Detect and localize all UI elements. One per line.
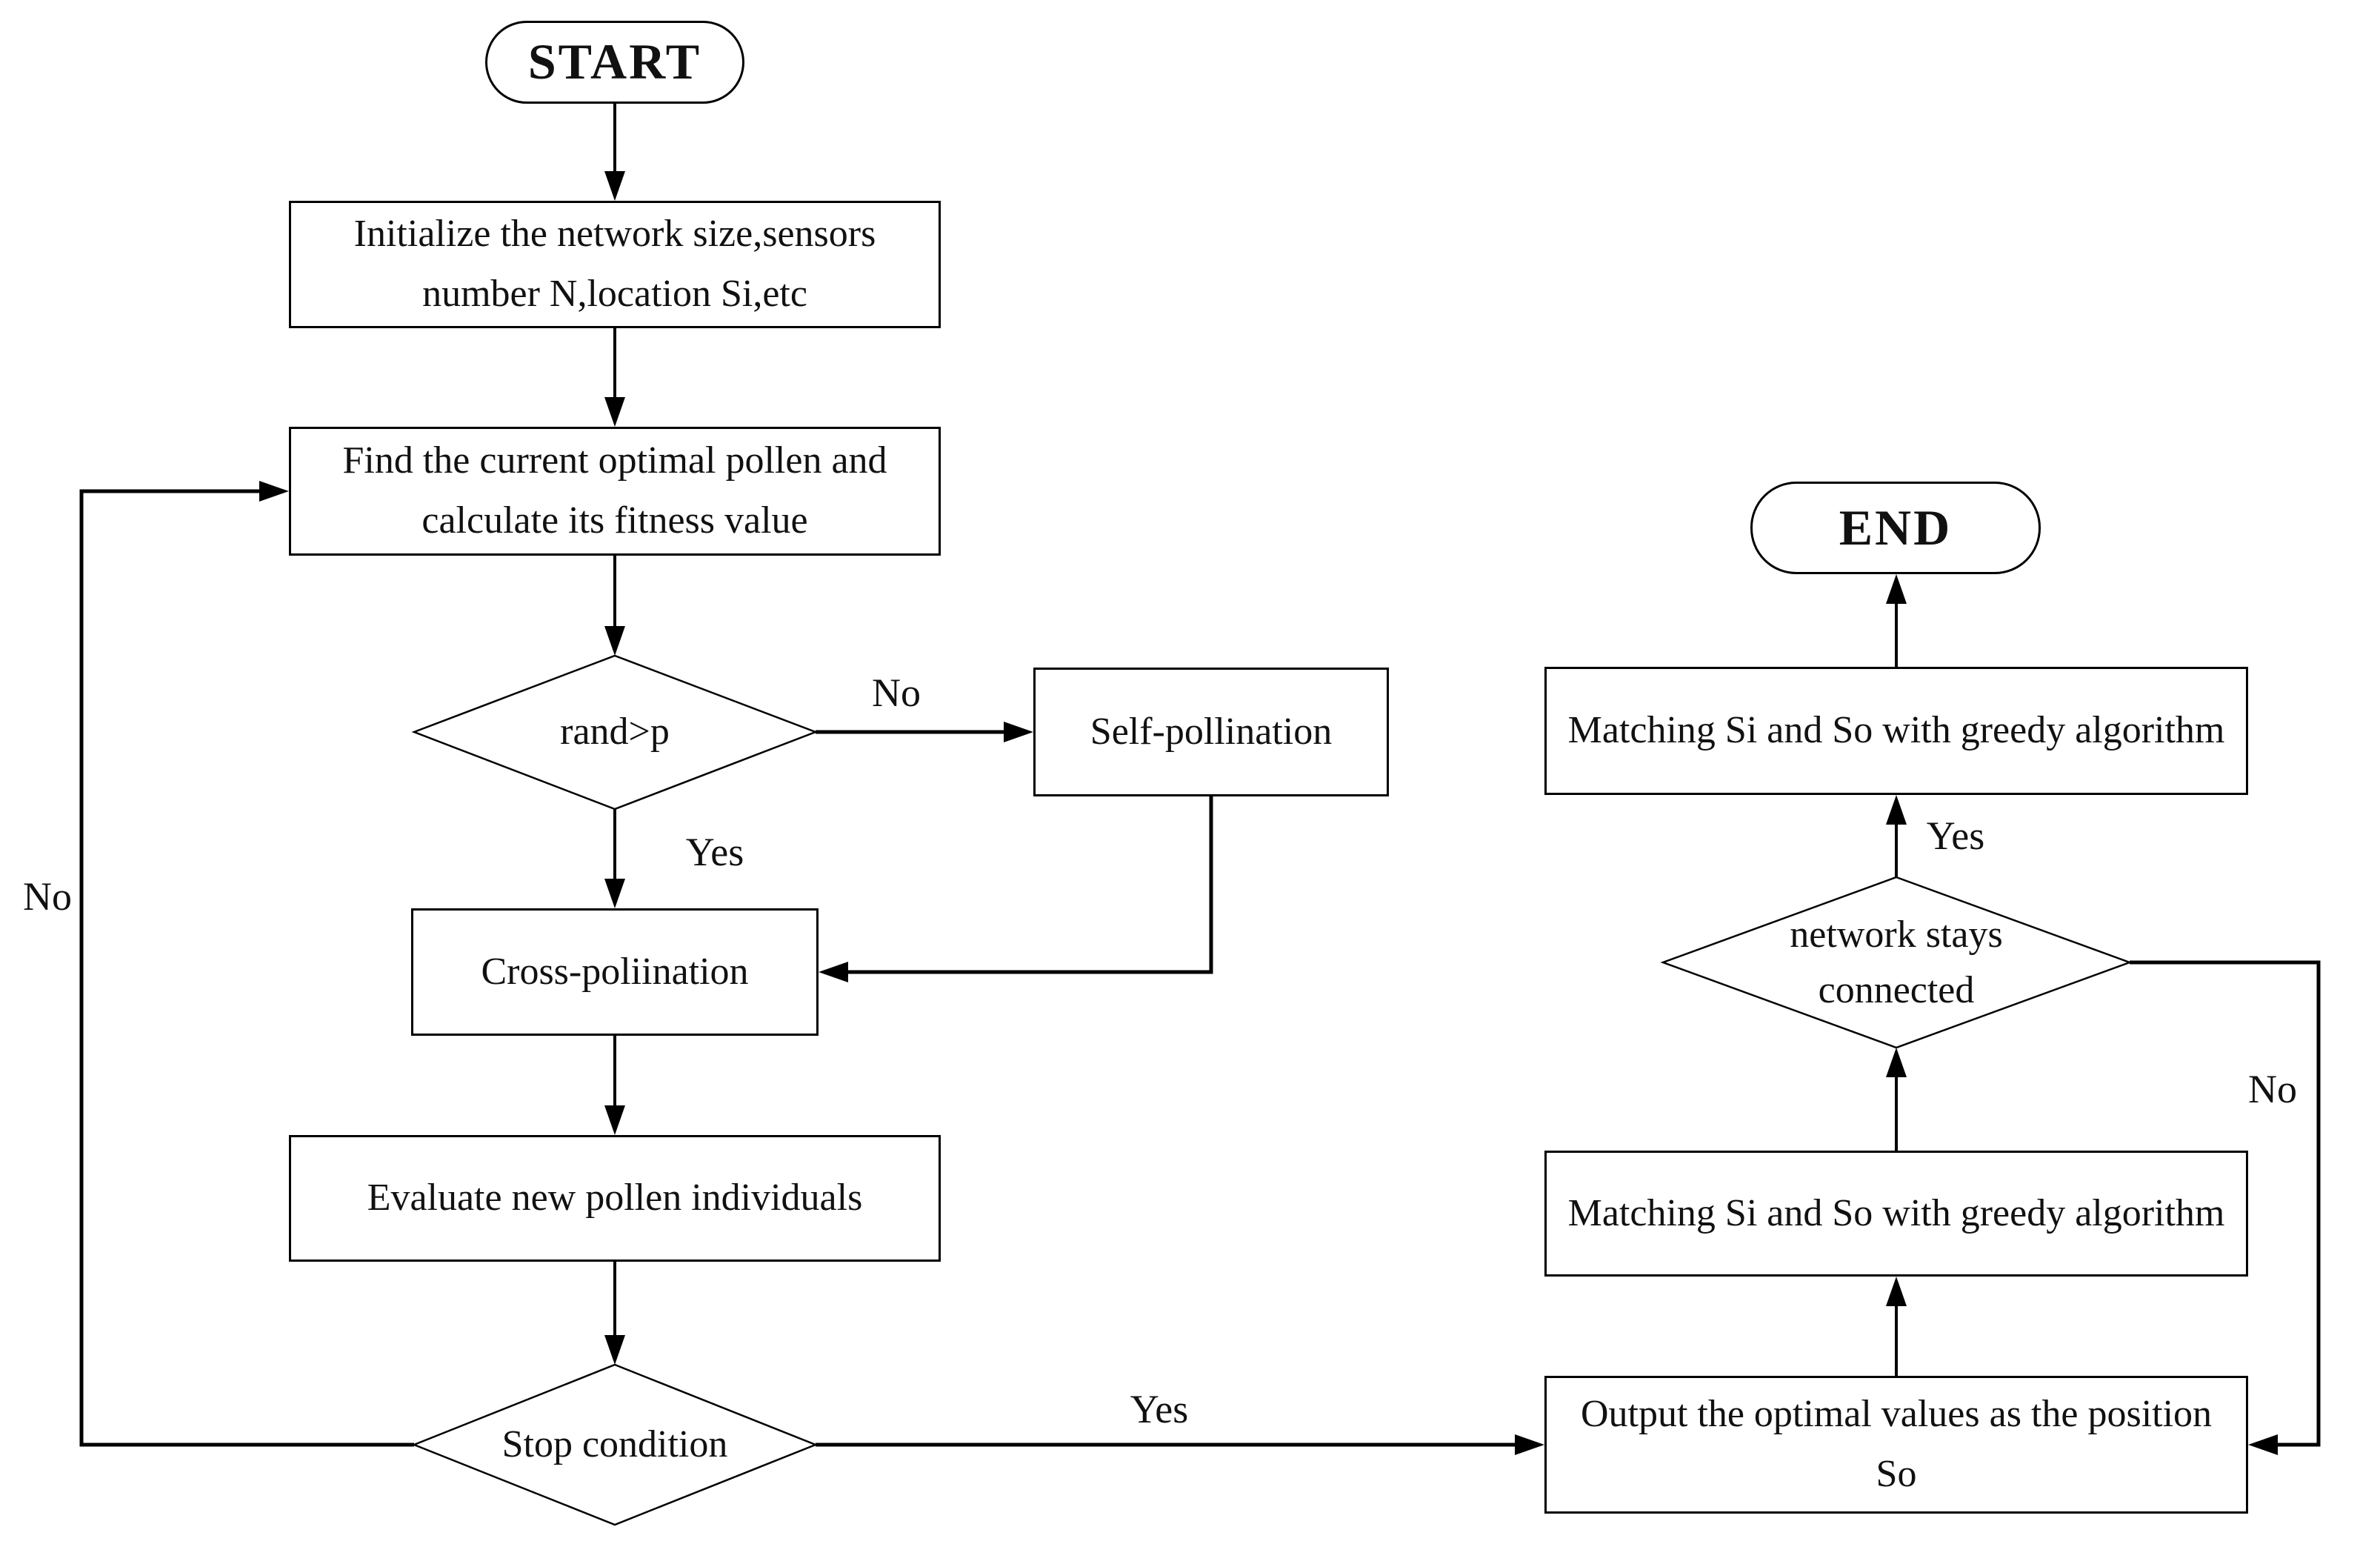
edge-matching-upper-to-end — [1886, 574, 1907, 667]
edge-initialize-to-find — [604, 328, 625, 427]
edge-label-rand-no: No — [872, 670, 921, 715]
edge-cross-to-evaluate — [604, 1036, 625, 1135]
network-connected-decision-diamond — [1660, 876, 2133, 1049]
edge-rand-yes-to-cross-pollination — [604, 809, 625, 908]
self-pollination-process-box: Self-pollination — [1033, 668, 1389, 796]
edge-output-to-matching-lower — [1886, 1277, 1907, 1376]
edge-rand-no-to-self-pollination — [816, 722, 1033, 742]
self-pollination-label: Self-pollination — [1090, 710, 1333, 753]
evaluate-label: Evaluate new pollen individuals — [367, 1177, 863, 1219]
edge-label-loop-no: No — [23, 874, 72, 919]
edge-network-yes-to-matching-upper — [1886, 795, 1907, 877]
output-position-process-box: Output the optimal values as the positio… — [1544, 1376, 2248, 1514]
rand-p-decision-diamond — [411, 654, 819, 811]
edge-find-to-rand-decision — [604, 556, 625, 656]
cross-pollination-process-box: Cross-poliination — [411, 908, 819, 1036]
edge-stop-yes-to-output — [816, 1434, 1544, 1455]
initialize-label: Initialize the network size,sensors numb… — [353, 213, 876, 315]
edge-start-to-initialize — [604, 104, 625, 201]
edge-label-network-no: No — [2248, 1067, 2297, 1111]
evaluate-process-box: Evaluate new pollen individuals — [289, 1135, 941, 1262]
edge-matching-lower-to-network-decision — [1886, 1048, 1907, 1151]
edge-self-to-cross-pollination — [819, 796, 1213, 982]
initialize-process-box: Initialize the network size,sensors numb… — [289, 201, 941, 328]
matching-greedy-upper-process-box: Matching Si and So with greedy algorithm — [1544, 667, 2248, 795]
find-optimal-process-box: Find the current optimal pollen and calc… — [289, 427, 941, 556]
edge-evaluate-to-stop-condition — [604, 1262, 625, 1365]
edge-label-rand-yes: Yes — [685, 830, 744, 874]
cross-pollination-label: Cross-poliination — [481, 950, 749, 993]
matching-greedy-upper-label: Matching Si and So with greedy algorithm — [1567, 709, 2225, 752]
edge-network-no-to-output — [2130, 960, 2321, 1455]
stop-condition-decision-diamond — [411, 1363, 819, 1526]
start-label: START — [527, 33, 702, 90]
edge-stop-no-loop-to-find — [79, 481, 414, 1447]
output-position-label: Output the optimal values as the positio… — [1580, 1393, 2213, 1495]
end-terminator: END — [1750, 482, 2041, 574]
find-optimal-label: Find the current optimal pollen and calc… — [342, 439, 887, 542]
matching-greedy-lower-label: Matching Si and So with greedy algorithm — [1567, 1191, 2225, 1234]
edge-label-stop-yes: Yes — [1130, 1387, 1189, 1431]
edge-label-network-yes: Yes — [1926, 813, 1985, 858]
matching-greedy-lower-process-box: Matching Si and So with greedy algorithm — [1544, 1151, 2248, 1277]
start-terminator: START — [485, 21, 744, 104]
end-label: END — [1839, 499, 1953, 556]
